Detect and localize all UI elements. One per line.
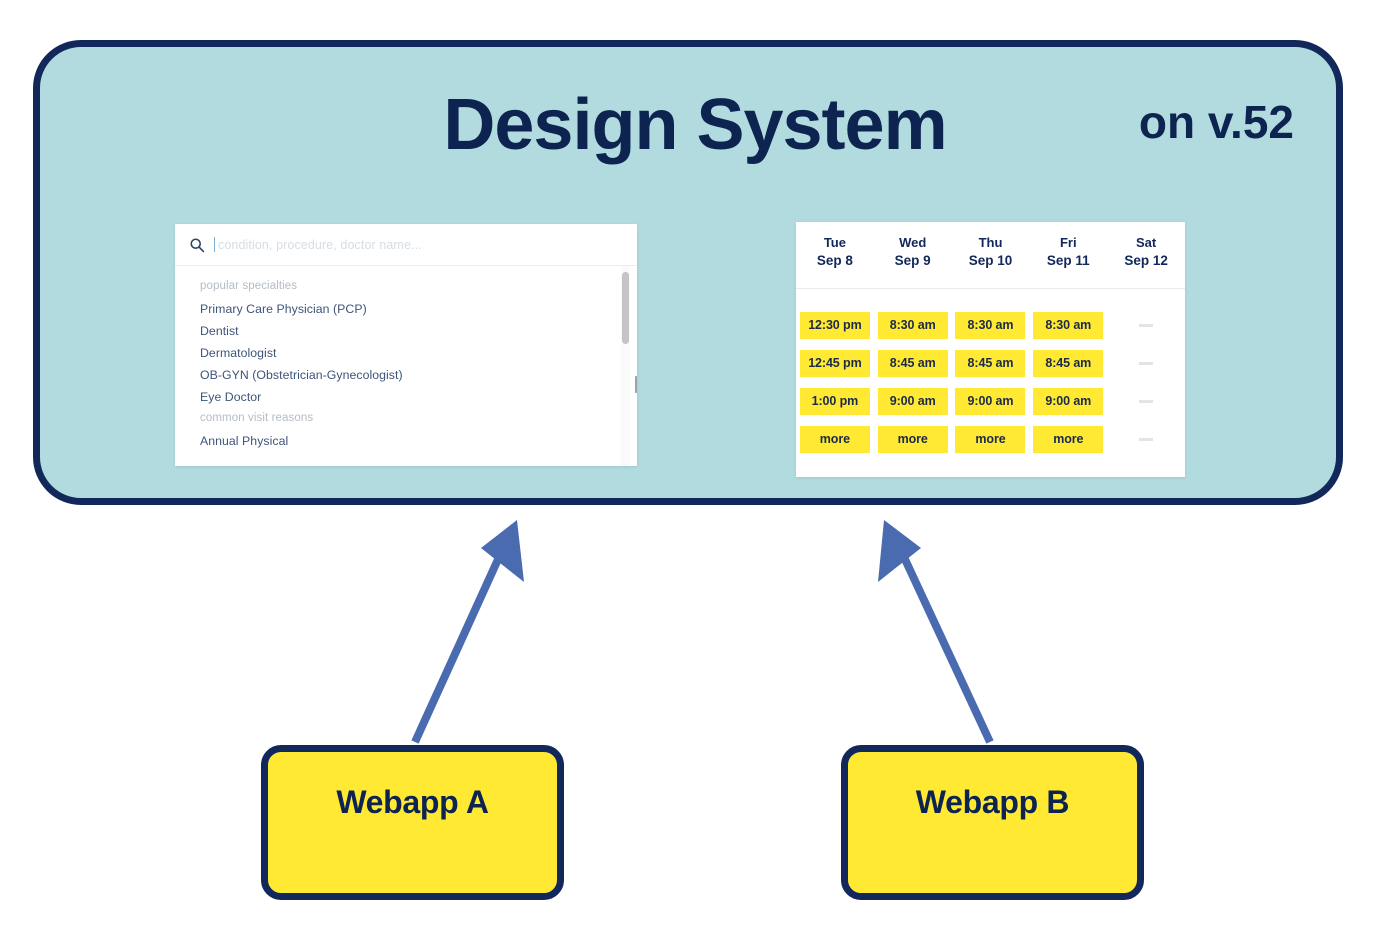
search-input[interactable]: condition, procedure, doctor name... — [218, 237, 422, 252]
calendar-date: Sep 11 — [1046, 252, 1090, 268]
no-slot-indicator — [1139, 361, 1154, 365]
suggestion-group-label: common visit reasons — [200, 412, 314, 424]
calendar-cell: 8:30 am — [874, 306, 952, 344]
calendar-widget[interactable]: Tue Sep 8 Wed Sep 9 Thu Sep 10 Fri Sep 1… — [796, 222, 1185, 477]
scrollbar-thumb[interactable] — [622, 272, 629, 344]
calendar-cell: 9:00 am — [874, 382, 952, 420]
calendar-cell: 9:00 am — [1029, 382, 1107, 420]
calendar-header-cell: Tue Sep 8 — [796, 222, 874, 288]
node-label: Webapp B — [915, 784, 1070, 820]
calendar-day-of-week: Thu — [978, 235, 1003, 250]
time-slot-button[interactable]: 8:45 am — [955, 349, 1026, 377]
table-row: more more more more — [796, 420, 1185, 458]
calendar-cell: 8:30 am — [952, 306, 1030, 344]
calendar-cell: more — [796, 420, 874, 458]
calendar-header-cell: Fri Sep 11 — [1029, 222, 1107, 288]
calendar-cell — [1107, 306, 1185, 344]
search-input-row[interactable]: condition, procedure, doctor name... — [175, 224, 637, 266]
design-system-container: Design System on v.52 condition, procedu… — [33, 40, 1343, 505]
node-label: Webapp A — [336, 784, 489, 820]
calendar-cell: 12:45 pm — [796, 344, 874, 382]
calendar-cell: 1:00 pm — [796, 382, 874, 420]
list-item[interactable]: OB-GYN (Obstetrician-Gynecologist) — [200, 368, 403, 382]
calendar-date: Sep 10 — [968, 252, 1013, 268]
version-badge: on v.52 — [1138, 96, 1294, 148]
more-slots-button[interactable]: more — [1033, 425, 1104, 453]
calendar-slots-body: 12:30 pm 8:30 am 8:30 am 8:30 am 12:45 p… — [796, 289, 1185, 458]
more-slots-button[interactable]: more — [799, 425, 870, 453]
list-item[interactable]: Annual Physical — [200, 434, 289, 448]
calendar-cell: 12:30 pm — [796, 306, 874, 344]
table-row: 1:00 pm 9:00 am 9:00 am 9:00 am — [796, 382, 1185, 420]
search-icon — [190, 237, 205, 252]
list-item[interactable]: Eye Doctor — [200, 390, 262, 404]
calendar-header-cell: Thu Sep 10 — [952, 222, 1030, 288]
calendar-header-cell: Sat Sep 12 — [1107, 222, 1185, 288]
more-slots-button[interactable]: more — [955, 425, 1026, 453]
time-slot-button[interactable]: 9:00 am — [877, 387, 948, 415]
calendar-cell: more — [952, 420, 1030, 458]
calendar-cell — [1107, 382, 1185, 420]
node-webapp-b[interactable]: Webapp B — [841, 745, 1144, 900]
list-item[interactable]: Dermatologist — [200, 346, 277, 360]
page-title: Design System — [443, 85, 947, 165]
calendar-date: Sep 12 — [1124, 252, 1168, 268]
list-item[interactable]: Primary Care Physician (PCP) — [200, 302, 367, 316]
calendar-date: Sep 8 — [816, 252, 853, 268]
arrow-webapp-a-to-design-system — [411, 520, 524, 744]
table-row: 12:45 pm 8:45 am 8:45 am 8:45 am — [796, 344, 1185, 382]
calendar-date: Sep 9 — [894, 252, 931, 268]
node-webapp-a[interactable]: Webapp A — [261, 745, 564, 900]
more-slots-button[interactable]: more — [877, 425, 948, 453]
calendar-cell: 8:45 am — [952, 344, 1030, 382]
scrollbar-track[interactable] — [621, 266, 630, 466]
time-slot-button[interactable]: 8:45 am — [1033, 349, 1104, 377]
suggestion-group-label: popular specialties — [200, 280, 298, 292]
time-slot-button[interactable]: 8:30 am — [955, 311, 1026, 339]
calendar-cell: 8:45 am — [1029, 344, 1107, 382]
calendar-header-cell: Wed Sep 9 — [874, 222, 952, 288]
time-slot-button[interactable]: 12:30 pm — [799, 311, 870, 339]
calendar-day-of-week: Fri — [1059, 235, 1077, 250]
time-slot-button[interactable]: 1:00 pm — [799, 387, 870, 415]
calendar-cell: more — [874, 420, 952, 458]
arrow-webapp-b-to-design-system — [878, 520, 994, 744]
time-slot-button[interactable]: 9:00 am — [1033, 387, 1104, 415]
time-slot-button[interactable]: 8:30 am — [1033, 311, 1104, 339]
calendar-cell — [1107, 344, 1185, 382]
time-slot-button[interactable]: 8:30 am — [877, 311, 948, 339]
no-slot-indicator — [1139, 437, 1154, 441]
text-caret — [214, 237, 215, 252]
calendar-cell: 8:30 am — [1029, 306, 1107, 344]
calendar-day-of-week: Sat — [1135, 235, 1157, 250]
time-slot-button[interactable]: 12:45 pm — [799, 349, 870, 377]
time-slot-button[interactable]: 9:00 am — [955, 387, 1026, 415]
calendar-day-of-week: Wed — [899, 235, 927, 250]
search-widget[interactable]: condition, procedure, doctor name... pop… — [175, 224, 637, 466]
list-item[interactable]: Dentist — [200, 324, 239, 338]
time-slot-button[interactable]: 8:45 am — [877, 349, 948, 377]
no-slot-indicator — [1139, 399, 1154, 403]
table-row: 12:30 pm 8:30 am 8:30 am 8:30 am — [796, 306, 1185, 344]
panel-edge-handle[interactable] — [635, 376, 637, 393]
calendar-cell: 9:00 am — [952, 382, 1030, 420]
calendar-day-of-week: Tue — [823, 235, 846, 250]
calendar-cell — [1107, 420, 1185, 458]
calendar-header-row: Tue Sep 8 Wed Sep 9 Thu Sep 10 Fri Sep 1… — [796, 222, 1185, 289]
calendar-cell: 8:45 am — [874, 344, 952, 382]
calendar-cell: more — [1029, 420, 1107, 458]
search-suggestions-list[interactable]: popular specialties Primary Care Physici… — [175, 266, 637, 466]
no-slot-indicator — [1139, 323, 1154, 327]
